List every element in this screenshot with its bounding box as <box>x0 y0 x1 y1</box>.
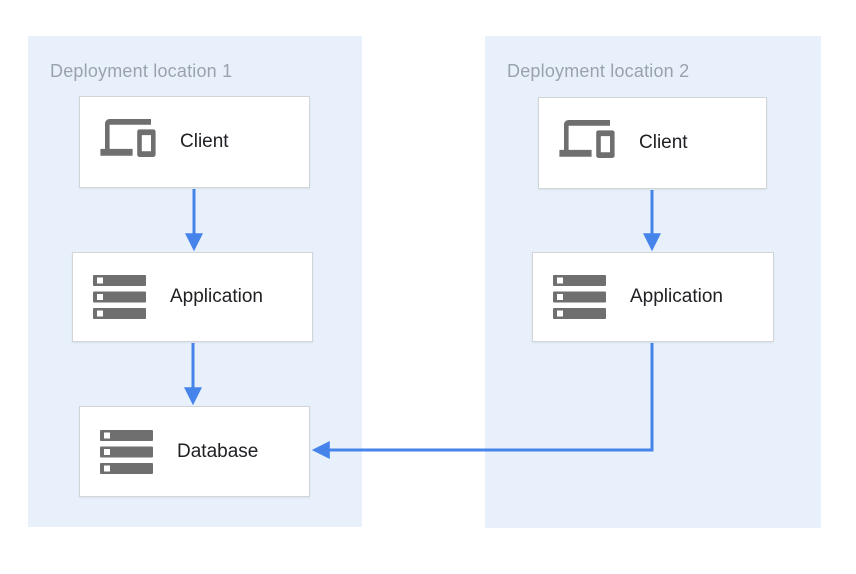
server-stack-icon <box>93 275 146 319</box>
server-stack-icon <box>553 275 606 319</box>
node-label: Application <box>170 286 263 307</box>
node-database-1: Database <box>79 406 310 497</box>
node-label: Application <box>630 286 723 307</box>
node-application-2: Application <box>532 252 774 342</box>
node-application-1: Application <box>72 252 313 342</box>
node-label: Database <box>177 440 259 462</box>
node-label: Client <box>180 131 229 152</box>
node-client-2: Client <box>538 97 767 189</box>
devices-icon <box>100 119 156 165</box>
server-stack-icon <box>100 429 153 474</box>
devices-icon <box>559 120 615 166</box>
node-client-1: Client <box>79 96 310 188</box>
deployment-location-1-label: Deployment location 1 <box>50 61 233 81</box>
deployment-location-2-label: Deployment location 2 <box>507 61 690 81</box>
node-label: Client <box>639 132 688 153</box>
